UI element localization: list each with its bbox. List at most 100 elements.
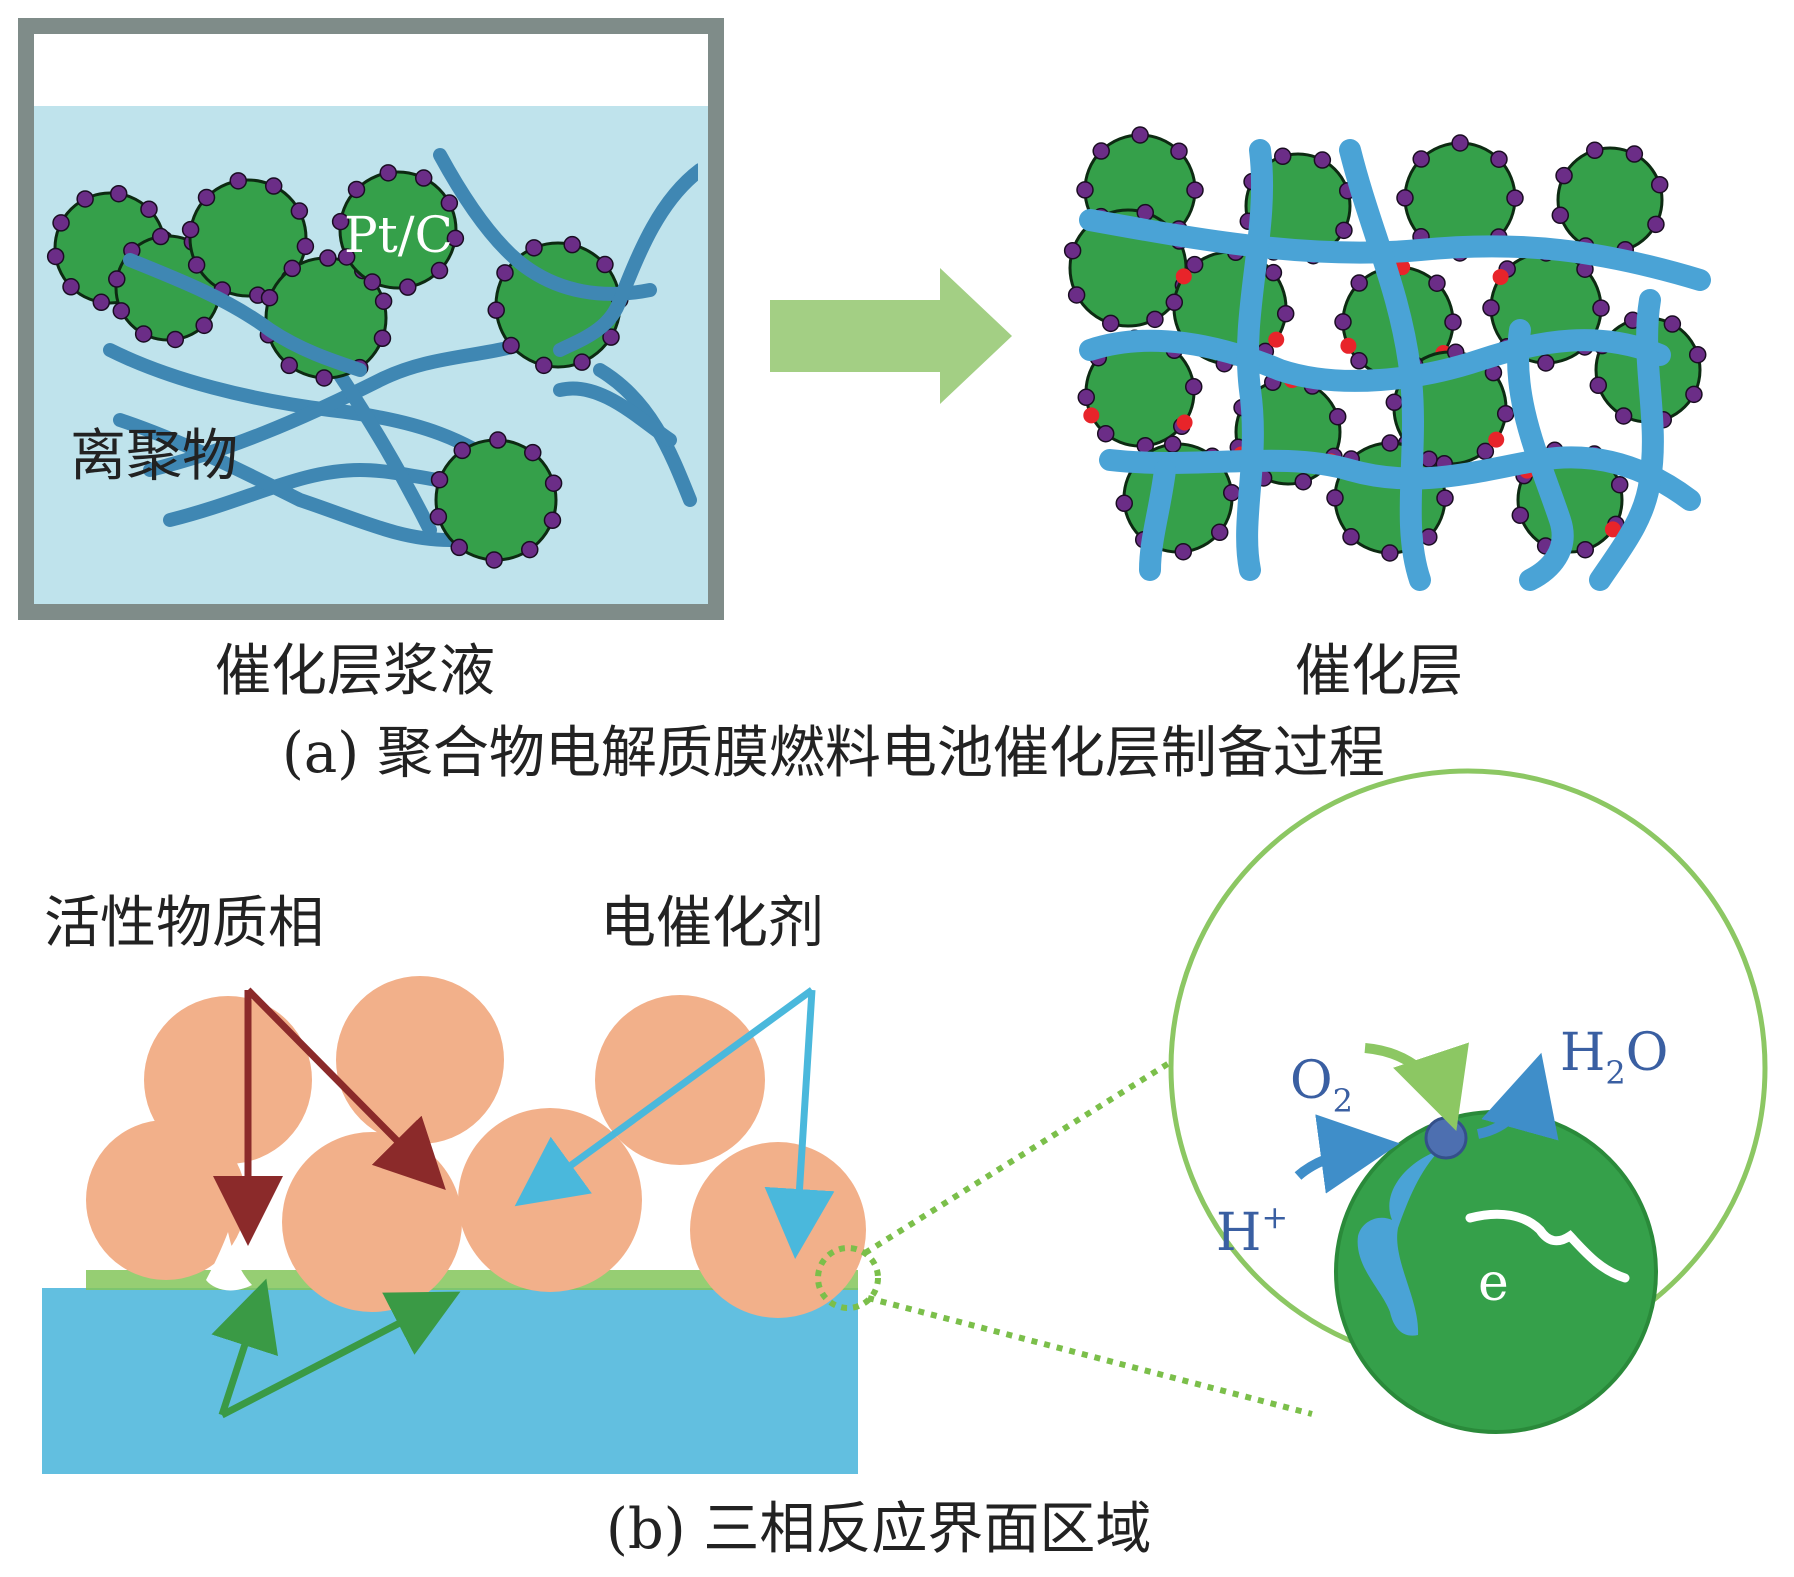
pt-nanoparticle: [1397, 190, 1413, 206]
pt-nanoparticle: [291, 203, 307, 219]
pt-nanoparticle: [1577, 542, 1593, 558]
pt-nanoparticle: [266, 178, 282, 194]
pt-nanoparticle: [1538, 355, 1554, 371]
pt-nanoparticle: [1507, 190, 1523, 206]
pt-nanoparticle: [400, 279, 416, 295]
pt-nanoparticle: [536, 357, 552, 373]
pt-nanoparticle: [1065, 243, 1081, 259]
pt-nanoparticle: [1343, 529, 1359, 545]
pt-nanoparticle: [48, 248, 64, 264]
membrane: [42, 1288, 858, 1474]
pt-nanoparticle: [544, 512, 560, 528]
pt-nanoparticle: [230, 173, 246, 189]
pt-nanoparticle: [1336, 222, 1352, 238]
pt-nanoparticle: [1077, 182, 1093, 198]
pt-nanoparticle: [1351, 353, 1367, 369]
bound-pt-site: [1488, 432, 1504, 448]
pt-nanoparticle: [1171, 143, 1187, 159]
pt-nanoparticle: [1552, 207, 1568, 223]
pt-nanoparticle: [1686, 386, 1702, 402]
zoom-line-bottom: [868, 1298, 1312, 1414]
pt-nanoparticle: [53, 215, 69, 231]
active-phase-particle: [282, 1132, 462, 1312]
pt-nanoparticle: [189, 257, 205, 273]
pt-nanoparticle: [167, 331, 183, 347]
pt-nanoparticle: [416, 170, 432, 186]
pt-nanoparticle: [574, 354, 590, 370]
bound-pt-site: [1340, 338, 1356, 354]
pt-nanoparticle: [497, 265, 513, 281]
pt-nanoparticle: [183, 222, 199, 238]
pt-nanoparticle: [1652, 177, 1668, 193]
pt-nanoparticle: [1483, 300, 1499, 316]
pt-nanoparticle: [1187, 182, 1203, 198]
pt-nanoparticle: [431, 263, 447, 279]
pt-nanoparticle: [153, 229, 169, 245]
pt-nanoparticle: [1382, 435, 1398, 451]
pt-nanoparticle: [1648, 216, 1664, 232]
active-phase-particle: [336, 976, 504, 1144]
bound-pt-site: [1176, 268, 1192, 284]
pt-nanoparticle: [1382, 545, 1398, 561]
pt-nanoparticle: [1175, 544, 1191, 560]
active-phase-particle: [595, 995, 765, 1165]
pt-nanoparticle: [432, 472, 448, 488]
bound-pt-site: [1083, 407, 1099, 423]
pt-nanoparticle: [1186, 379, 1202, 395]
pt-nanoparticle: [1386, 394, 1402, 410]
three-phase-interface: [42, 976, 1312, 1474]
pt-nanoparticle: [1556, 168, 1572, 184]
pt-nanoparticle: [364, 274, 380, 290]
ionomer-network: [1150, 470, 1165, 570]
pt-nanoparticle: [1224, 485, 1240, 501]
pt-nanoparticle: [546, 475, 562, 491]
pt-nanoparticle: [1477, 443, 1493, 459]
pt-nanoparticle: [374, 330, 390, 346]
pt-nanoparticle: [1327, 490, 1343, 506]
pt-nanoparticle: [1078, 389, 1094, 405]
pt-nanoparticle: [564, 237, 580, 253]
pt-nanoparticle: [1413, 151, 1429, 167]
pt-nanoparticle: [1437, 490, 1453, 506]
pt-nanoparticle: [109, 271, 125, 287]
pt-nanoparticle: [199, 189, 215, 205]
pt-nanoparticle: [316, 370, 332, 386]
bound-pt-site: [1268, 332, 1284, 348]
panel-a-caption: (a) 聚合物电解质膜燃料电池催化层制备过程: [282, 721, 1385, 786]
pt-nanoparticle: [380, 165, 396, 181]
pt-nanoparticle: [1498, 406, 1514, 422]
pt-nanoparticle: [1429, 275, 1445, 291]
pt-nanoparticle: [1612, 477, 1628, 493]
pt-nanoparticle: [522, 542, 538, 558]
pt-site: [1426, 1118, 1466, 1158]
pt-c-label: Pt/C: [344, 206, 453, 264]
pt-nanoparticle: [1295, 474, 1311, 490]
pt-nanoparticle: [1351, 275, 1367, 291]
pt-nanoparticle: [1093, 143, 1109, 159]
pt-nanoparticle: [1626, 146, 1642, 162]
pt-nanoparticle: [1452, 135, 1468, 151]
pt-nanoparticle: [111, 186, 127, 202]
pt-nanoparticle: [1335, 314, 1351, 330]
slurry-container: [26, 26, 716, 612]
pt-nanoparticle: [141, 201, 157, 217]
carbon-support: [1558, 148, 1662, 252]
pt-nanoparticle: [1116, 495, 1132, 511]
pt-nanoparticle: [1098, 426, 1114, 442]
pt-nanoparticle: [1166, 294, 1182, 310]
panel-b-caption: (b) 三相反应界面区域: [606, 1497, 1151, 1562]
pt-nanoparticle: [1132, 127, 1148, 143]
process-arrow: [770, 268, 1012, 404]
pt-nanoparticle: [490, 432, 506, 448]
pt-nanoparticle: [430, 509, 446, 525]
pt-nanoparticle: [454, 442, 470, 458]
pt-nanoparticle: [1330, 409, 1346, 425]
pt-nanoparticle: [1593, 300, 1609, 316]
pt-c-particle: [1327, 435, 1453, 561]
pt-nanoparticle: [503, 337, 519, 353]
zoom-circle: [1171, 771, 1765, 1432]
pt-nanoparticle: [1664, 316, 1680, 332]
electron-label: e: [1478, 1253, 1509, 1313]
electrocatalyst-label: 电催化剂: [600, 891, 824, 956]
